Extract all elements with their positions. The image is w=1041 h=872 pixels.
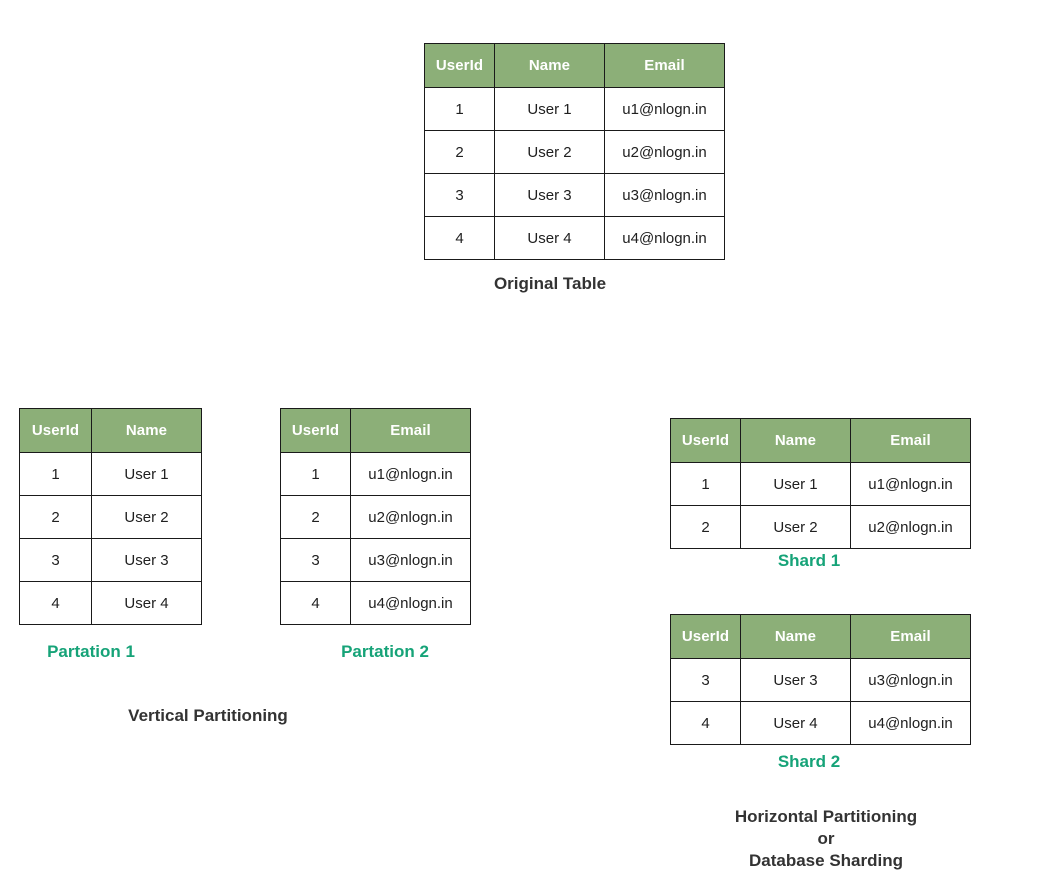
table-row: 2 u2@nlogn.in [280, 495, 471, 539]
table-row: 1 User 1 u1@nlogn.in [424, 87, 725, 131]
cell-name: User 2 [740, 505, 851, 549]
cell-userid: 2 [670, 505, 741, 549]
table-row: 4 User 4 u4@nlogn.in [424, 216, 725, 260]
cell-name: User 2 [91, 495, 202, 539]
cell-userid: 2 [280, 495, 351, 539]
table-row: 2 User 2 u2@nlogn.in [424, 130, 725, 174]
column-header-name: Name [494, 43, 605, 88]
cell-email: u1@nlogn.in [850, 462, 971, 506]
table-header-row: UserId Name [19, 408, 202, 453]
column-header-name: Name [91, 408, 202, 453]
shard-2-table: UserId Name Email 3 User 3 u3@nlogn.in 4… [670, 614, 971, 745]
cell-email: u3@nlogn.in [850, 658, 971, 702]
cell-userid: 4 [280, 581, 351, 625]
partition-2-table: UserId Email 1 u1@nlogn.in 2 u2@nlogn.in… [280, 408, 471, 625]
column-header-email: Email [850, 614, 971, 659]
cell-email: u2@nlogn.in [350, 495, 471, 539]
table-row: 2 User 2 [19, 495, 202, 539]
table-row: 1 u1@nlogn.in [280, 452, 471, 496]
table-header-row: UserId Email [280, 408, 471, 453]
horizontal-caption-line-1: Horizontal Partitioning [734, 807, 918, 826]
table-row: 3 User 3 u3@nlogn.in [670, 658, 971, 702]
column-header-name: Name [740, 418, 851, 463]
cell-userid: 3 [280, 538, 351, 582]
table-row: 3 u3@nlogn.in [280, 538, 471, 582]
cell-userid: 1 [19, 452, 92, 496]
partition-2-label: Partation 2 [341, 642, 429, 661]
cell-userid: 4 [424, 216, 495, 260]
cell-email: u3@nlogn.in [604, 173, 725, 217]
column-header-userid: UserId [19, 408, 92, 453]
table-row: 3 User 3 [19, 538, 202, 582]
cell-email: u4@nlogn.in [604, 216, 725, 260]
partition-1-table: UserId Name 1 User 1 2 User 2 3 User 3 4… [19, 408, 202, 625]
cell-name: User 4 [91, 581, 202, 625]
original-table: UserId Name Email 1 User 1 u1@nlogn.in 2… [424, 43, 725, 260]
table-header-row: UserId Name Email [670, 418, 971, 463]
cell-name: User 2 [494, 130, 605, 174]
cell-email: u2@nlogn.in [604, 130, 725, 174]
table-header-row: UserId Name Email [424, 43, 725, 88]
table-row: 4 User 4 [19, 581, 202, 625]
column-header-email: Email [350, 408, 471, 453]
table-row: 2 User 2 u2@nlogn.in [670, 505, 971, 549]
cell-email: u4@nlogn.in [350, 581, 471, 625]
cell-userid: 4 [670, 701, 741, 745]
table-row: 4 User 4 u4@nlogn.in [670, 701, 971, 745]
cell-email: u3@nlogn.in [350, 538, 471, 582]
cell-email: u4@nlogn.in [850, 701, 971, 745]
original-table-caption: Original Table [493, 274, 607, 293]
column-header-userid: UserId [670, 418, 741, 463]
partition-1-label: Partation 1 [47, 642, 135, 661]
horizontal-caption-line-3: Database Sharding [749, 851, 903, 870]
cell-userid: 3 [424, 173, 495, 217]
column-header-userid: UserId [670, 614, 741, 659]
cell-email: u1@nlogn.in [350, 452, 471, 496]
cell-name: User 1 [740, 462, 851, 506]
cell-name: User 4 [494, 216, 605, 260]
shard-1-label: Shard 1 [777, 551, 841, 570]
cell-email: u1@nlogn.in [604, 87, 725, 131]
column-header-email: Email [850, 418, 971, 463]
table-header-row: UserId Name Email [670, 614, 971, 659]
shard-2-label: Shard 2 [777, 752, 841, 771]
cell-userid: 2 [19, 495, 92, 539]
shard-1-table: UserId Name Email 1 User 1 u1@nlogn.in 2… [670, 418, 971, 549]
table-row: 4 u4@nlogn.in [280, 581, 471, 625]
cell-name: User 3 [494, 173, 605, 217]
column-header-name: Name [740, 614, 851, 659]
vertical-partitioning-caption: Vertical Partitioning [128, 706, 288, 725]
cell-name: User 1 [494, 87, 605, 131]
table-row: 1 User 1 u1@nlogn.in [670, 462, 971, 506]
cell-name: User 1 [91, 452, 202, 496]
cell-userid: 3 [670, 658, 741, 702]
horizontal-caption-line-2: or [817, 829, 835, 848]
cell-userid: 2 [424, 130, 495, 174]
cell-userid: 4 [19, 581, 92, 625]
cell-userid: 1 [280, 452, 351, 496]
cell-userid: 3 [19, 538, 92, 582]
table-row: 1 User 1 [19, 452, 202, 496]
cell-userid: 1 [670, 462, 741, 506]
cell-name: User 3 [740, 658, 851, 702]
horizontal-partitioning-caption: Horizontal Partitioning or Database Shar… [722, 806, 930, 872]
cell-userid: 1 [424, 87, 495, 131]
column-header-userid: UserId [280, 408, 351, 453]
column-header-email: Email [604, 43, 725, 88]
column-header-userid: UserId [424, 43, 495, 88]
cell-email: u2@nlogn.in [850, 505, 971, 549]
cell-name: User 3 [91, 538, 202, 582]
table-row: 3 User 3 u3@nlogn.in [424, 173, 725, 217]
cell-name: User 4 [740, 701, 851, 745]
